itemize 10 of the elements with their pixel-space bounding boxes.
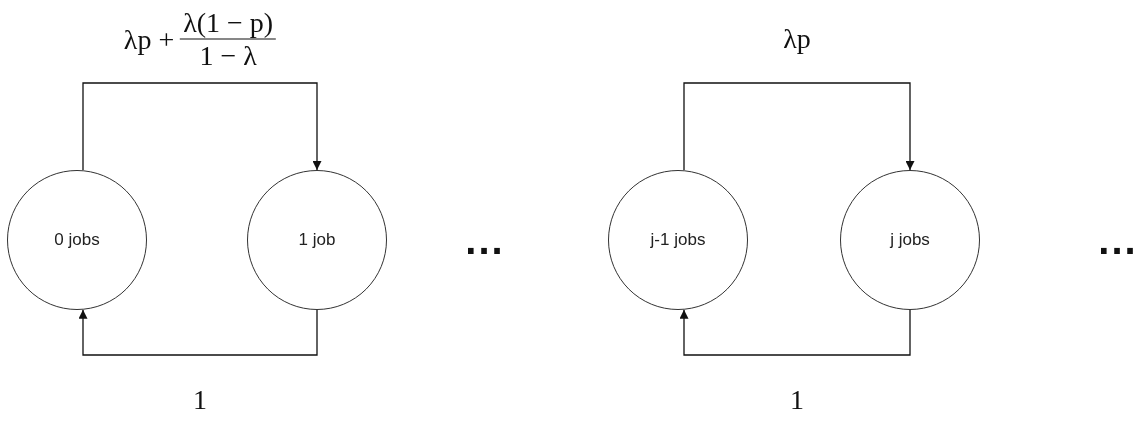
arrow xyxy=(683,82,915,171)
state-label: j-1 jobs xyxy=(650,230,706,250)
ellipsis-mark: ... xyxy=(465,217,505,263)
state-label: j jobs xyxy=(890,230,930,250)
arrow xyxy=(82,82,322,171)
state-label: 1 job xyxy=(298,230,336,250)
arrow xyxy=(679,309,911,356)
ellipsis-mark: ... xyxy=(1098,217,1138,263)
arrow xyxy=(78,309,318,356)
state-label: 0 jobs xyxy=(54,230,100,250)
